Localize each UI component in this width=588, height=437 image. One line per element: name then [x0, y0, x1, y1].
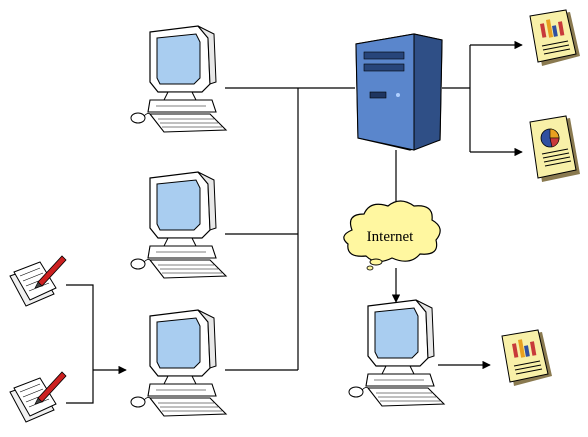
computer-icon [348, 299, 445, 407]
connector-lines [66, 40, 523, 404]
internet-cloud-icon: Internet [343, 200, 441, 271]
bar-chart-report-icon [529, 9, 581, 67]
computer-icon [130, 25, 227, 133]
form1-line [66, 284, 94, 370]
pie-chart-report-icon [529, 115, 581, 183]
bar-chart-report-icon [501, 329, 553, 387]
handwritten-form-icon [9, 371, 67, 423]
computer-icon [130, 309, 227, 417]
internet-label: Internet [367, 229, 414, 245]
server-tower-icon [355, 33, 443, 151]
form2-line [66, 370, 94, 404]
computer-icon [130, 171, 227, 279]
handwritten-form-icon [9, 255, 67, 307]
